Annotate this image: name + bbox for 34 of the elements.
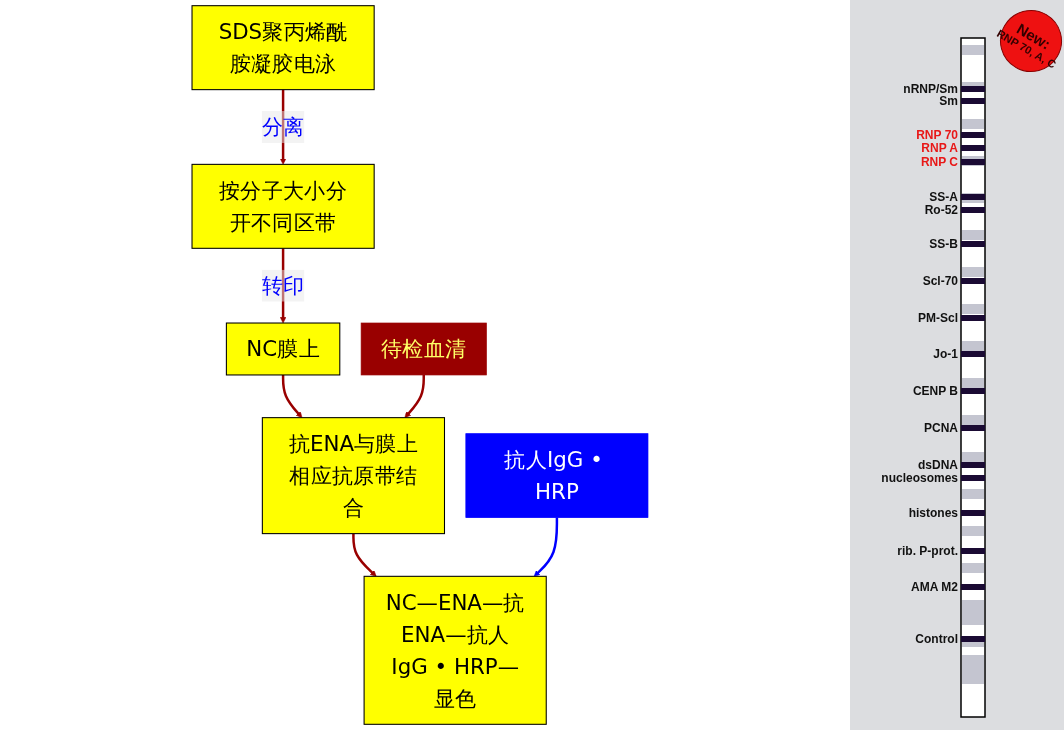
band-label: RNP C bbox=[920, 155, 958, 169]
arrow bbox=[279, 89, 287, 165]
band-label: SS-B bbox=[929, 237, 958, 251]
band-label: RNP 70 bbox=[916, 128, 958, 142]
node-box: 待检血清 bbox=[360, 322, 487, 376]
band-label: Jo-1 bbox=[933, 347, 958, 361]
node-box: SDS聚丙烯酰胺凝胶电泳 bbox=[191, 5, 375, 91]
band-label: Control bbox=[915, 632, 958, 646]
node-box: 抗ENA与膜上相应抗原带结合 bbox=[261, 417, 446, 535]
band-label: RNP A bbox=[921, 141, 958, 155]
edge-label: 分离 bbox=[261, 114, 305, 140]
arrow bbox=[352, 533, 377, 577]
band-label: rib. P-prot. bbox=[897, 544, 958, 558]
band-label: CENP B bbox=[912, 384, 958, 398]
band-label: SS-A bbox=[929, 190, 958, 204]
edge-label: 转印 bbox=[261, 273, 305, 299]
band-label: histones bbox=[908, 506, 958, 520]
band-label: nucleosomes bbox=[881, 471, 958, 485]
band-label: Scl-70 bbox=[922, 274, 958, 288]
band-label: Sm bbox=[939, 94, 958, 108]
band-label: Ro-52 bbox=[924, 203, 958, 217]
arrow bbox=[279, 248, 287, 324]
band-label: PCNA bbox=[924, 421, 958, 435]
arrow bbox=[404, 374, 425, 418]
node-box: 抗人IgG • HRP bbox=[465, 433, 649, 518]
arrow bbox=[533, 517, 559, 577]
node-box: 按分子大小分开不同区带 bbox=[191, 163, 375, 249]
node-box: NC—ENA—抗ENA—抗人IgG • HRP—显色 bbox=[363, 575, 547, 725]
band-label: nRNP/Sm bbox=[903, 82, 958, 96]
node-box: NC膜上 bbox=[225, 322, 341, 376]
band-label: dsDNA bbox=[918, 458, 958, 472]
band-label: AMA M2 bbox=[911, 580, 958, 594]
band-label: PM-Scl bbox=[918, 311, 958, 325]
arrow bbox=[281, 374, 303, 418]
